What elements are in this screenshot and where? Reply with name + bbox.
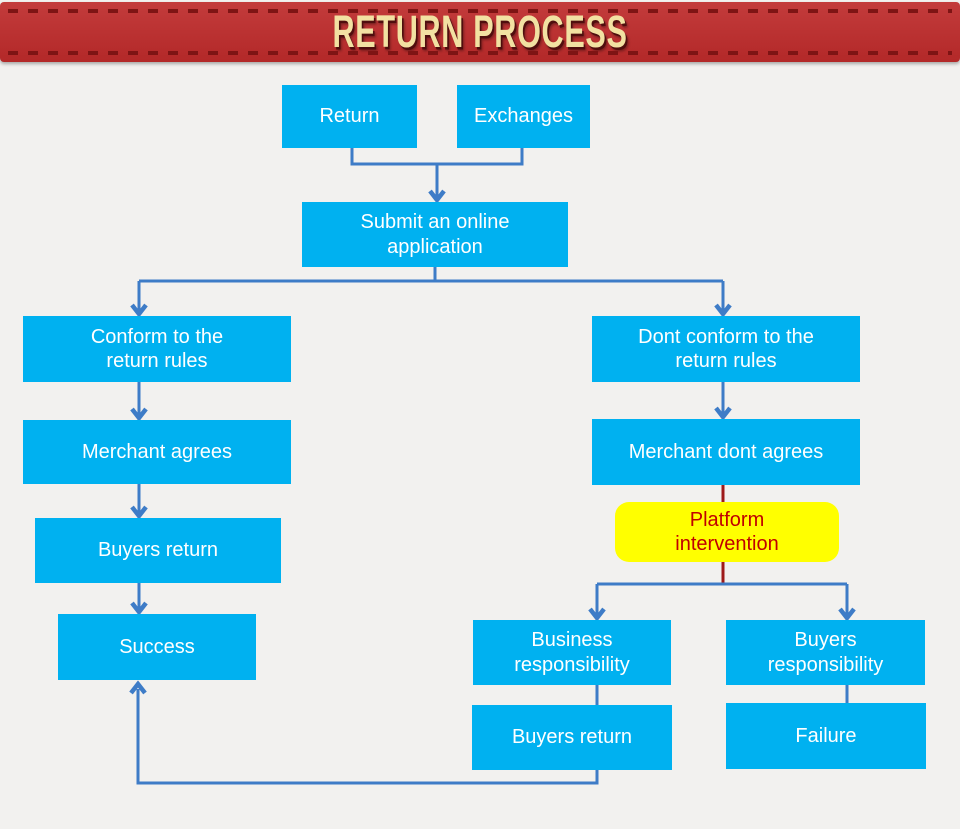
node-buyers-return-right: Buyers return — [472, 705, 672, 770]
connector-buyers-return-to-success — [130, 583, 148, 616]
stitch-line-top — [8, 9, 952, 13]
node-buyers-responsibility: Buyers responsibility — [726, 620, 925, 685]
node-conform-rules: Conform to the return rules — [23, 316, 291, 382]
node-return: Return — [282, 85, 417, 148]
node-failure: Failure — [726, 703, 926, 769]
connector-merchant-agrees-to-buyers-return — [130, 484, 148, 520]
node-success: Success — [58, 614, 256, 680]
connector-platform-split — [588, 582, 856, 622]
connector-dont-conform-to-merchant-dont — [714, 382, 732, 421]
node-platform-intervention: Platform intervention — [615, 502, 839, 562]
node-exchanges: Exchanges — [457, 85, 590, 148]
connector-submit-branch-split — [130, 267, 732, 318]
node-buyers-return-left: Buyers return — [35, 518, 281, 583]
title-banner: RETURN PROCESS — [0, 2, 960, 62]
node-submit-application: Submit an online application — [302, 202, 568, 267]
node-dont-conform-rules: Dont conform to the return rules — [592, 316, 860, 382]
node-business-responsibility: Business responsibility — [473, 620, 671, 685]
node-merchant-agrees: Merchant agrees — [23, 420, 291, 484]
connector-conform-to-merchant-agrees — [130, 382, 148, 422]
stitch-line-bottom — [8, 51, 952, 55]
connector-return-exchanges-merge — [350, 148, 524, 204]
node-merchant-dont-agrees: Merchant dont agrees — [592, 419, 860, 485]
page-title: RETURN PROCESS — [332, 6, 628, 57]
